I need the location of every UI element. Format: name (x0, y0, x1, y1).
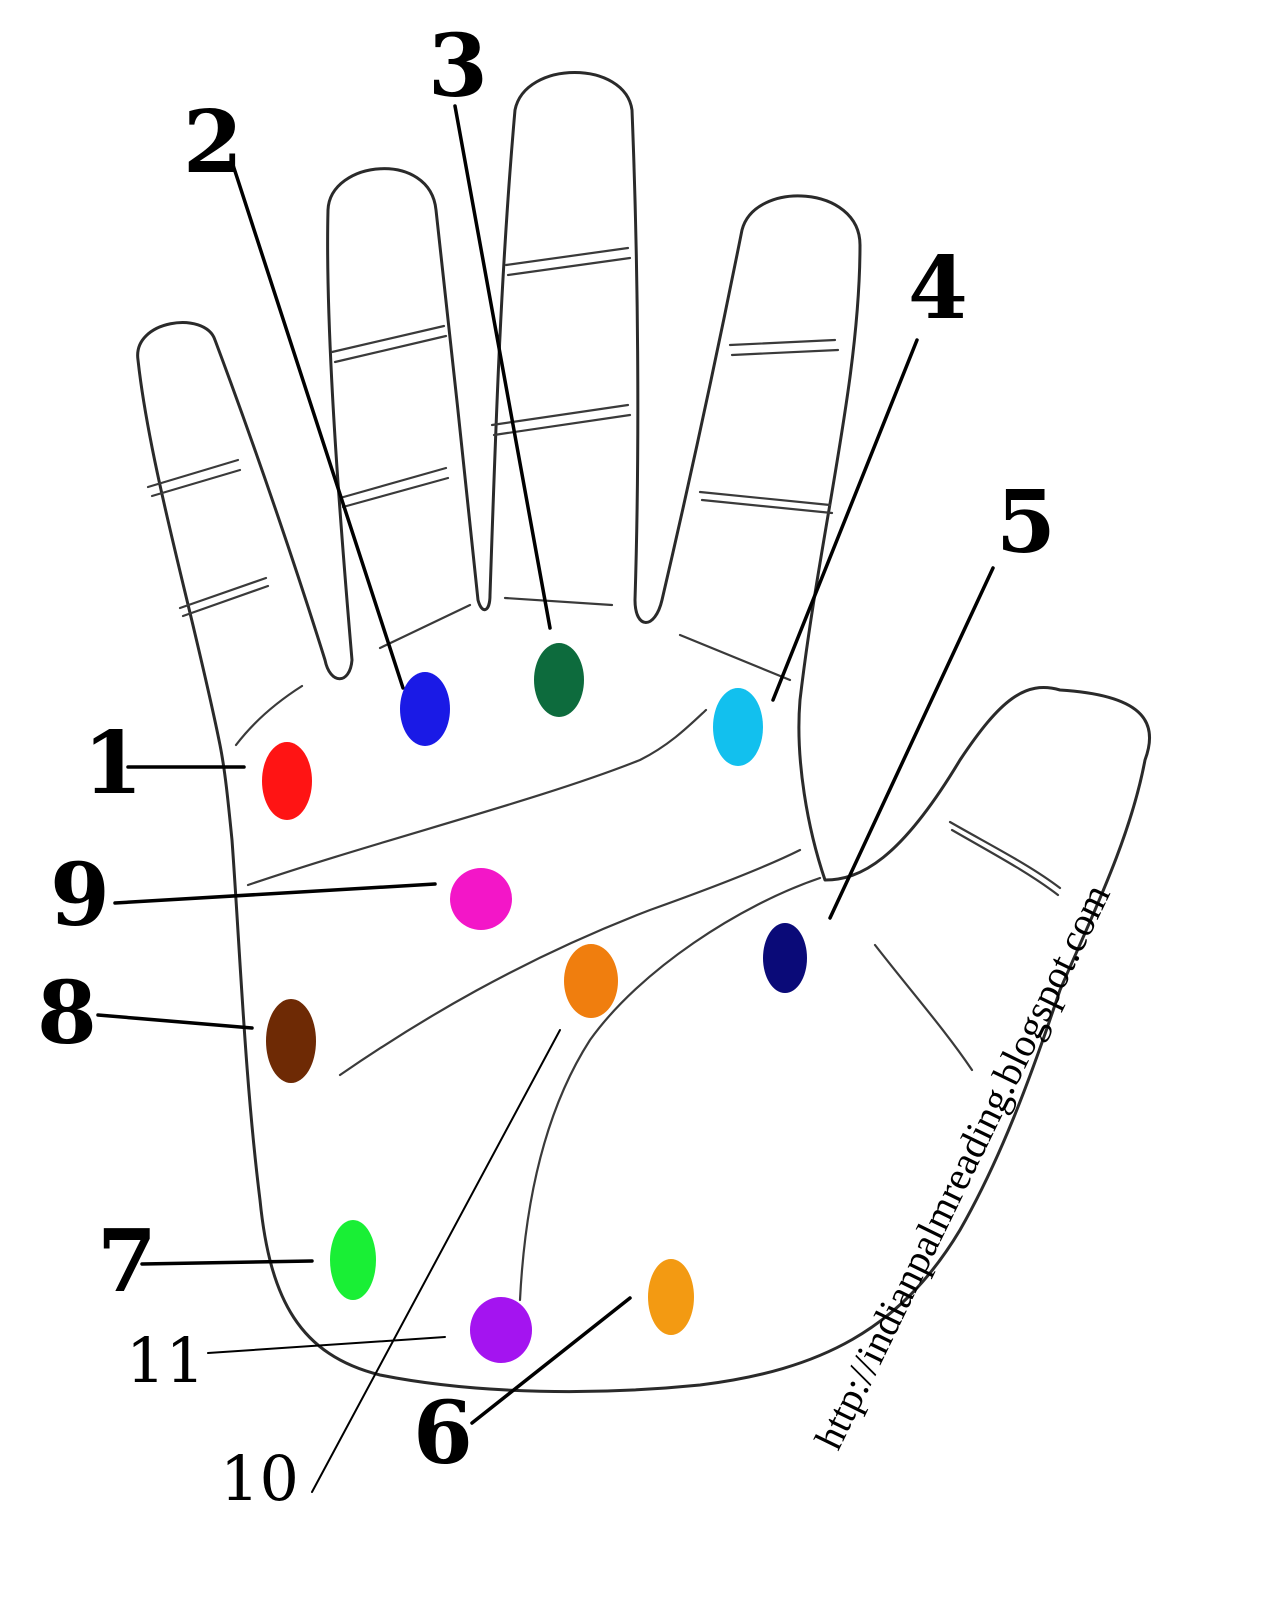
leader-4 (771, 338, 919, 702)
label-8: 8 (37, 963, 97, 1064)
marker-9 (450, 868, 512, 930)
label-3: 3 (428, 16, 488, 117)
leader-11 (207, 1336, 446, 1354)
number-labels: 1 2 3 4 5 6 7 8 9 10 11 (37, 16, 1056, 1515)
hand-outline (136, 71, 1151, 1394)
leader-3 (453, 104, 552, 630)
label-5: 5 (996, 472, 1056, 573)
life-line (518, 876, 822, 1302)
label-4: 4 (908, 238, 968, 339)
label-2: 2 (183, 92, 243, 193)
watermark-url: http://indianpalmreading.blogspot.com (806, 877, 1119, 1456)
marker-10 (564, 944, 618, 1018)
marker-3 (534, 643, 584, 717)
leader-5 (828, 566, 995, 920)
leader-8 (96, 1013, 254, 1030)
marker-1 (262, 742, 312, 820)
marker-5 (763, 923, 807, 993)
leader-9 (113, 882, 437, 905)
marker-4 (713, 688, 763, 766)
heart-line (246, 708, 708, 887)
marker-8 (266, 999, 316, 1083)
head-line (338, 848, 802, 1077)
markers (262, 643, 807, 1363)
label-1: 1 (83, 713, 143, 814)
label-6: 6 (413, 1383, 473, 1484)
leader-2 (231, 163, 405, 690)
marker-6 (648, 1259, 694, 1335)
label-10: 10 (220, 1442, 299, 1515)
leader-7 (140, 1259, 314, 1266)
label-11: 11 (126, 1324, 205, 1397)
leader-10 (311, 1029, 561, 1493)
marker-7 (330, 1220, 376, 1300)
finger-creases (146, 246, 1062, 1072)
marker-11 (470, 1297, 532, 1363)
label-9: 9 (50, 845, 110, 946)
leader-lines (96, 104, 995, 1493)
marker-2 (400, 672, 450, 746)
leader-6 (470, 1296, 632, 1425)
palm-lines (246, 708, 822, 1302)
label-7: 7 (97, 1211, 157, 1312)
